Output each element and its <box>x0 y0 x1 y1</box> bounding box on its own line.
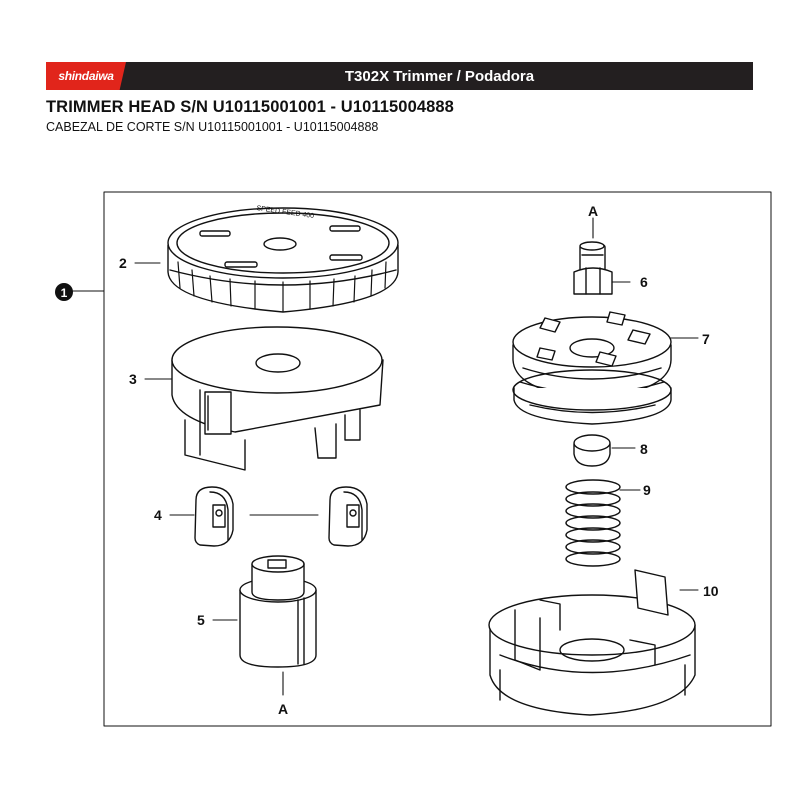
part-5-adapter <box>239 555 317 668</box>
part-7-spool <box>512 311 672 425</box>
part-9-spring <box>565 479 621 567</box>
part-4-eyelets <box>194 486 368 547</box>
section-title-english: TRIMMER HEAD S/N U10115001001 - U1011500… <box>46 98 454 116</box>
brand-logo: shindaiwa <box>46 62 126 90</box>
label-part-8: 8 <box>640 441 648 457</box>
diagram-frame <box>103 191 772 727</box>
label-part-4: 4 <box>154 507 162 523</box>
label-part-6: 6 <box>640 274 648 290</box>
part-2-cap: SPEED FEED 400 <box>167 205 399 313</box>
header-bar <box>46 62 753 90</box>
label-part-2: 2 <box>119 255 127 271</box>
model-title: T302X Trimmer / Podadora <box>344 67 535 85</box>
part-6-nut <box>573 241 613 295</box>
assembly-callout-badge <box>55 283 73 301</box>
leader-lines <box>71 217 699 696</box>
label-part-9: 9 <box>643 482 651 498</box>
label-part-10: 10 <box>703 583 719 599</box>
section-title-spanish: CABEZAL DE CORTE S/N U10115001001 - U101… <box>46 120 379 134</box>
part-3-housing <box>171 326 384 471</box>
assembly-callout-number: 1 <box>61 286 68 300</box>
label-ref-a-top: A <box>588 203 598 219</box>
label-part-7: 7 <box>702 331 710 347</box>
label-ref-a-bottom: A <box>278 701 288 717</box>
part-10-base <box>488 569 696 716</box>
part-8-button <box>573 434 611 467</box>
label-part-3: 3 <box>129 371 137 387</box>
label-part-5: 5 <box>197 612 205 628</box>
